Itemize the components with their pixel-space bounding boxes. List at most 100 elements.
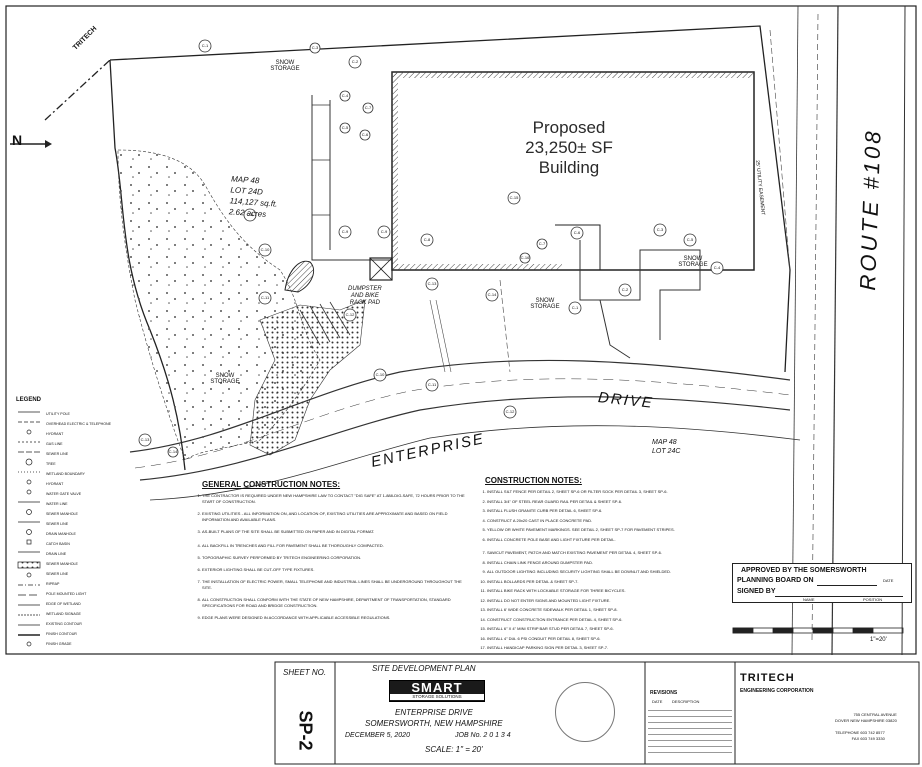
callout-label: C-5 (341, 125, 349, 130)
construction-note: INSTALL 4" DIA. 6 PSI CONDUIT PER DETAIL… (487, 636, 715, 642)
utility-easement (429, 29, 791, 373)
firm-subtitle: ENGINEERING CORPORATION (740, 688, 814, 694)
legend-item: FINISH CONTOUR (46, 632, 77, 636)
callout-label: C-12 (505, 409, 515, 414)
general-note: EDGE PLANS WERE DESIGNED IN ACCORDANCE W… (202, 615, 466, 621)
callout-label: C-15 (509, 195, 519, 200)
building-label-line: 23,250± SF (525, 138, 613, 157)
legend-item: WATER LINE (46, 502, 68, 506)
scale-bar (732, 627, 904, 634)
approval-line-1: APPROVED BY THE SOMERSWORTH (741, 567, 867, 574)
general-notes: GENERAL CONSTRUCTION NOTES: THE CONTRACT… (188, 480, 466, 621)
legend-item: SEWER MANHOLE (46, 512, 78, 516)
dumpster-label-line: AND BIKE (350, 293, 379, 299)
legend-item: DRAIN LINE (46, 552, 67, 556)
callout-label: C-6 (573, 230, 581, 235)
planning-board-approval-box: APPROVED BY THE SOMERSWORTH PLANNING BOA… (732, 563, 912, 603)
legend-item: WETLAND BOUNDARY (46, 472, 85, 476)
revisions-desc-header: DESCRIPTION (672, 699, 700, 704)
landscape-island (284, 260, 314, 293)
firm-address: 755 CENTRAL AVENUE DOVER NEW HAMPSHIRE 0… (835, 712, 897, 724)
scale-bar-label: 1"=20' (870, 637, 887, 643)
parking-stripes (299, 301, 351, 346)
plan-title: SITE DEVELOPMENT PLAN (372, 664, 476, 673)
construction-note: INSTALL BIKE RACK WITH LOCKABLE STORAGE … (487, 588, 715, 594)
callout-label: C-10 (260, 247, 270, 252)
callout-label: C-11 (427, 382, 437, 387)
callout-label: C-7 (364, 105, 372, 110)
general-note: ALL BACKFILL IN TRENCHES AND FILL FOR PA… (202, 543, 466, 549)
approval-date-label: DATE (883, 578, 894, 583)
map-lot-line: MAP 48 (652, 439, 677, 446)
callout-label: C-4 (713, 265, 721, 270)
job-number: JOB No. 2 0 1 3 4 (455, 732, 511, 739)
legend-item: DRAIN MANHOLE (46, 532, 76, 536)
north-arrow (10, 140, 52, 148)
callout-label: C-3 (656, 227, 664, 232)
callout-label: C-14 (487, 292, 497, 297)
snow-storage-label: SNOW STORAGE (210, 373, 240, 385)
general-note: THE CONTRACTOR IS REQUIRED UNDER NEW HAM… (202, 493, 466, 505)
construction-note: INSTALL DO NOT ENTER SIGNS AND MOUNTED L… (487, 598, 715, 604)
callout-label: C-7 (538, 241, 546, 246)
dumpster-label-line: RACK PAD (349, 300, 380, 306)
general-notes-title: GENERAL CONSTRUCTION NOTES: (202, 480, 341, 489)
project-street: ENTERPRISE DRIVE (395, 708, 473, 717)
revisions-date-header: DATE (652, 699, 663, 704)
general-note: TOPOGRAPHIC SURVEY PERFORMED BY TRITECH … (202, 555, 466, 561)
construction-note: YELLOW OR WHITE PAVEMENT MARKINGS. SEE D… (487, 527, 715, 533)
plan-date: DECEMBER 5, 2020 (345, 732, 410, 739)
callout-label: C-2 (621, 287, 629, 292)
sheet-no-label: SHEET NO. (283, 668, 327, 677)
dumpster-pad (369, 257, 393, 281)
legend-item: SEWER LINE (46, 452, 69, 456)
callout-label: C-16 (520, 255, 530, 260)
callout-label: C-1 (201, 43, 209, 48)
plan-scale: SCALE: 1" = 20' (425, 745, 483, 754)
legend-item: CATCH BASIN (46, 542, 70, 546)
legend-item: GAS LINE (46, 442, 63, 446)
client-logo-subtext: STORAGE SOLUTIONS (390, 694, 484, 700)
client-logo-text: SMART (411, 680, 463, 695)
riprap-area (249, 299, 366, 456)
general-note: EXTERIOR LIGHTING SHALL BE CUT-OFF TYPE … (202, 567, 466, 573)
construction-notes-title: CONSTRUCTION NOTES: (485, 476, 582, 485)
callout-bubbles (138, 39, 724, 458)
legend-item: WATER GATE VALVE (46, 492, 82, 496)
callout-label: C-1 (571, 305, 579, 310)
construction-note: INSTALL CONCRETE POLE BASE AND LIGHT FIX… (487, 537, 715, 543)
callout-label: C-11 (260, 295, 270, 300)
legend-item: SEWER LINE (46, 572, 69, 576)
callout-label: C-4 (341, 93, 349, 98)
callout-label: C-5 (686, 237, 694, 242)
building-label: Proposed 23,250± SF Building (510, 118, 628, 178)
construction-note: INSTALL SILT FENCE PER DETAIL 2, SHEET S… (487, 489, 715, 495)
construction-note: INSTALL HANDICAP PARKING SIGN PER DETAIL… (487, 645, 715, 651)
approval-line-2: PLANNING BOARD ON (737, 577, 814, 584)
revisions-label: REVISIONS (650, 690, 678, 696)
snow-storage-label: SNOW STORAGE (270, 60, 300, 72)
legend-item: OVERHEAD ELECTRIC & TELEPHONE (46, 422, 112, 426)
construction-note: SAWCUT PAVEMENT, PATCH AND MATCH EXISTIN… (487, 550, 715, 556)
callout-label: C-3 (311, 45, 319, 50)
drawing-border (5, 5, 917, 655)
title-block-frame (274, 661, 920, 765)
callout-label: C-9 (341, 229, 349, 234)
firm-phone-line: FAX 603 749 3330 (851, 736, 885, 741)
approval-date-underline (817, 585, 877, 586)
legend-symbols (17, 411, 41, 647)
callout-label: C-14 (168, 449, 178, 454)
construction-notes: CONSTRUCTION NOTES: INSTALL SILT FENCE P… (475, 476, 715, 651)
callout-label: C-9 (380, 229, 388, 234)
legend-item: UTILITY POLE (46, 412, 70, 416)
legend-title: LEGEND (16, 397, 42, 403)
wall-markers (312, 104, 330, 216)
construction-note: CONSTRUCT A 20x20 CAST IN PLACE CONCRETE… (487, 518, 715, 524)
general-note: THE INSTALLATION OF ELECTRIC POWER, SMAL… (202, 579, 466, 591)
callout-label: C-13 (427, 281, 437, 286)
enterprise-drive-road (129, 359, 801, 501)
construction-note: INSTALL 3/4" OF STEEL REAR GUARD RAIL PE… (487, 499, 715, 505)
construction-note: INSTALL 6" X 4" MINI STRIP BAR STUD PER … (487, 626, 715, 632)
construction-note: ALL OUTDOOR LIGHTING INCLUDING SECURITY … (487, 569, 715, 575)
building-label-line: Proposed (532, 118, 606, 137)
